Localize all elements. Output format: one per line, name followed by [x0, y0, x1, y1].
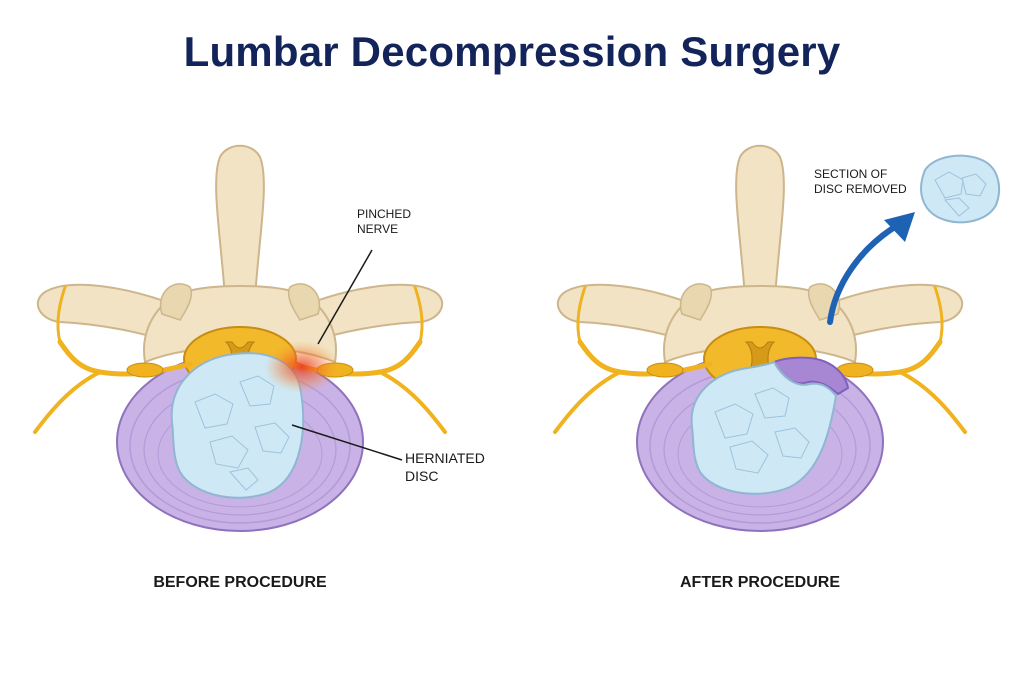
after-vertebra — [555, 146, 965, 531]
before-caption: BEFORE PROCEDURE — [153, 574, 327, 591]
herniated-disc-leader — [291, 424, 403, 461]
pinched-nerve-leader — [317, 249, 373, 345]
after-caption: AFTER PROCEDURE — [680, 574, 840, 591]
herniated-nucleus — [170, 352, 305, 499]
pinched-nerve-label-1: PINCHED — [357, 207, 411, 221]
inflammation-glow — [264, 341, 340, 393]
removal-arrow — [827, 222, 901, 325]
disc-fragment — [920, 154, 1000, 224]
before-vertebra — [35, 146, 445, 531]
pinched-nerve-label-2: NERVE — [357, 222, 398, 236]
herniated-disc-label-1: HERNIATED — [405, 450, 485, 466]
section-removed-label-2: DISC REMOVED — [814, 182, 907, 196]
page-title: Lumbar Decompression Surgery — [183, 28, 841, 75]
trimmed-nucleus — [690, 360, 838, 495]
herniated-disc-label-2: DISC — [405, 468, 438, 484]
removal-arrowhead — [884, 212, 915, 242]
section-removed-label-1: SECTION OF — [814, 167, 887, 181]
